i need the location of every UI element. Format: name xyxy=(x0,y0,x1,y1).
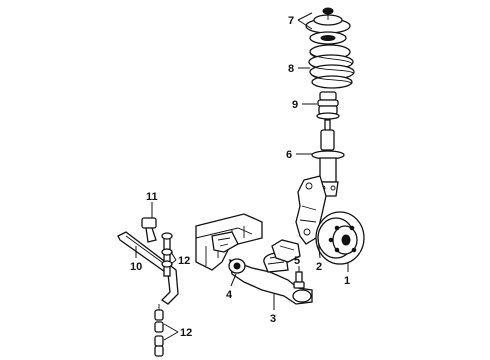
callout-12-lower: 12 xyxy=(180,327,192,339)
callout-7: 7 xyxy=(288,15,294,27)
ball-joint xyxy=(293,271,305,289)
arm-bracket xyxy=(271,239,301,263)
callout-12-upper: 12 xyxy=(178,255,190,267)
callout-9: 9 xyxy=(292,99,298,111)
callout-labels: 7 8 9 6 11 12 10 4 3 5 2 1 12 xyxy=(130,15,350,339)
callout-8: 8 xyxy=(288,63,294,75)
callout-1: 1 xyxy=(344,275,350,287)
leader-lines xyxy=(135,12,349,341)
callout-11: 11 xyxy=(146,191,158,203)
strut-mount xyxy=(305,7,351,45)
callout-10: 10 xyxy=(130,261,142,273)
subframe xyxy=(195,213,263,271)
callout-2: 2 xyxy=(316,261,322,273)
stabilizer-link-lower xyxy=(154,304,164,357)
hub-assembly xyxy=(315,211,365,265)
bump-stop xyxy=(316,91,340,120)
callout-5: 5 xyxy=(294,255,300,267)
callout-6: 6 xyxy=(286,149,292,161)
coil-spring xyxy=(308,44,355,89)
callout-3: 3 xyxy=(270,313,276,325)
stabilizer-link-upper xyxy=(141,217,173,277)
callout-4: 4 xyxy=(226,289,233,301)
